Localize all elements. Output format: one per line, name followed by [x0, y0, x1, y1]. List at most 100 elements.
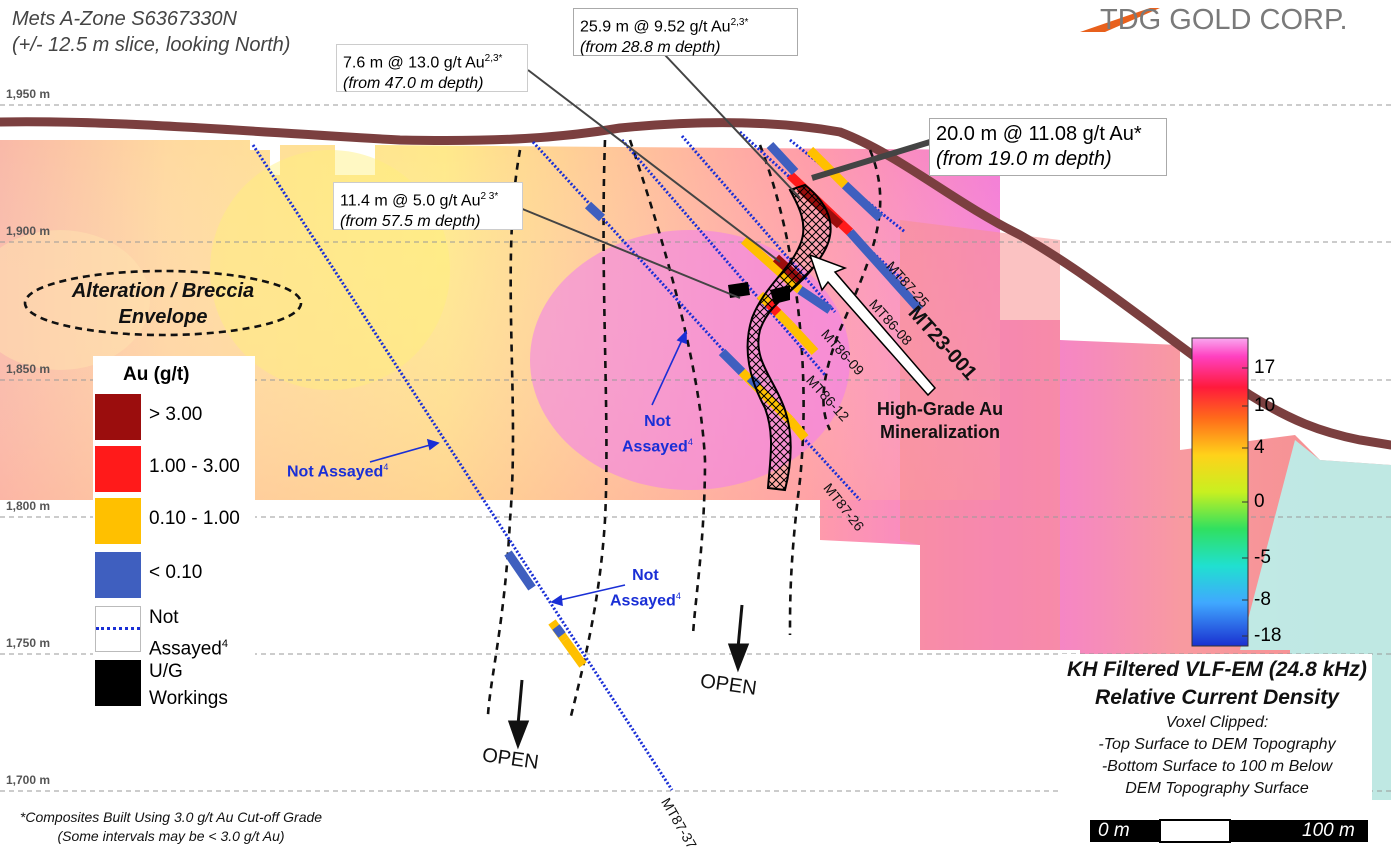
voxel-core-light — [0, 230, 150, 370]
colorbar-tick-label: -18 — [1254, 625, 1282, 646]
colorbar-title-line2: Relative Current Density — [1095, 686, 1339, 709]
legend-swatch-high — [95, 394, 141, 440]
elevation-label: 1,700 m — [6, 773, 50, 787]
legend-not-assayed-line1: Not — [149, 607, 179, 628]
alteration-label-line2: Envelope — [118, 306, 208, 328]
ug-workings-marker — [728, 282, 750, 298]
legend-swatch-medium — [95, 446, 141, 492]
logo-swoosh-icon — [1080, 8, 1160, 32]
colorbar-note-line2: -Top Surface to DEM Topography — [1098, 736, 1336, 753]
elevation-label: 1,850 m — [6, 362, 50, 376]
not-assayed-c-sup: 4 — [675, 591, 681, 601]
colorbar-tick-label: 4 — [1254, 437, 1265, 458]
high-grade-label: High-Grade Au Mineralization — [860, 398, 1020, 444]
high-grade-arrow — [808, 253, 937, 397]
elevation-label: 1,750 m — [6, 636, 50, 650]
legend-title: Au (g/t) — [123, 364, 190, 385]
not-assayed-label-b: Not Assayed4 — [622, 412, 693, 457]
callout-c1-main: 25.9 m @ 9.52 g/t Au — [580, 18, 731, 36]
section-title-line1: Mets A-Zone S6367330N — [12, 8, 237, 30]
not-assayed-label-c: Not Assayed4 — [610, 566, 681, 611]
elevation-label: 1,900 m — [6, 224, 50, 238]
voxel-right-step — [900, 220, 1060, 650]
callout-c3: 11.4 m @ 5.0 g/t Au2 3* (from 57.5 m dep… — [333, 182, 523, 230]
colorbar-ticks — [1242, 367, 1248, 637]
legend-workings: U/G Workings — [149, 658, 228, 712]
colorbar-tick-label: 0 — [1254, 491, 1265, 512]
scale-start-label: 0 m — [1098, 820, 1130, 841]
not-assayed-b-line1: Not — [644, 413, 671, 430]
elevation-label: 1,800 m — [6, 499, 50, 513]
colorbar-note-line4: DEM Topography Surface — [1125, 780, 1309, 797]
colorbar-caption: KH Filtered VLF-EM (24.8 kHz) Relative C… — [1062, 654, 1372, 800]
scale-bar — [1090, 819, 1368, 843]
drillhole-MT86-09 — [680, 135, 837, 313]
alteration-label-line1: Alteration / Breccia — [71, 280, 255, 302]
legend-workings-line2: Workings — [149, 688, 228, 709]
colorbar-tick-label: -8 — [1254, 589, 1271, 610]
drillhole-MT87-26 — [531, 140, 862, 502]
legend-dotted-line — [96, 627, 140, 630]
callout-c2-main: 7.6 m @ 13.0 g/t Au — [343, 54, 485, 72]
callout-c2: 7.6 m @ 13.0 g/t Au2,3* (from 47.0 m dep… — [336, 44, 528, 92]
elevation-label: 1,950 m — [6, 87, 50, 101]
colorbar-tick-label: -5 — [1254, 547, 1271, 568]
legend-swatch-trace — [95, 552, 141, 598]
callout-c1: 25.9 m @ 9.52 g/t Au2,3* (from 28.8 m de… — [573, 8, 798, 56]
logo-text: TDG GOLD CORP. — [1100, 4, 1348, 36]
callout-leaders — [519, 54, 801, 299]
open-arrows — [507, 604, 750, 750]
legend-not-assayed-line2: Assayed — [149, 638, 222, 660]
legend-label: 1.00 - 3.00 — [149, 456, 240, 477]
footnote-line2: (Some intervals may be < 3.0 g/t Au) — [57, 828, 285, 844]
callout-c1-sup: 2,3* — [730, 17, 749, 28]
callout-leader-main — [811, 139, 931, 181]
not-assayed-c-line2: Assayed — [610, 592, 676, 610]
high-grade-label-line1: High-Grade Au — [876, 399, 1004, 419]
alteration-envelope-ellipse — [23, 269, 303, 337]
high-grade-mineralization-body — [746, 183, 832, 492]
ug-workings-marker — [770, 285, 790, 304]
colorbar-tick-label: 10 — [1254, 395, 1276, 416]
footnote: *Composites Built Using 3.0 g/t Au Cut-o… — [6, 808, 336, 846]
scale-end-label: 100 m — [1302, 820, 1355, 841]
callout-c1-depth: (from 28.8 m depth) — [580, 39, 721, 57]
callout-c3-sup: 2 3* — [480, 191, 499, 202]
drillhole-MT87-37 — [251, 144, 674, 791]
legend-label: < 0.10 — [149, 562, 203, 583]
not-assayed-c-line1: Not — [632, 567, 659, 584]
not-assayed-b-line2: Assayed — [622, 438, 688, 456]
au-legend: Au (g/t) > 3.00 1.00 - 3.00 0.10 - 1.00 … — [93, 356, 255, 716]
legend-not-assayed: Not Assayed4 — [149, 604, 228, 662]
legend-not-assayed-sup: 4 — [221, 638, 228, 650]
company-logo: TDG GOLD CORP. — [1080, 4, 1385, 36]
not-assayed-a-sup: 4 — [383, 462, 389, 472]
legend-workings-line1: U/G — [149, 661, 183, 682]
alteration-label: Alteration / Breccia Envelope — [48, 278, 278, 330]
not-assayed-arrows — [369, 330, 687, 607]
legend-swatch-low — [95, 498, 141, 544]
callout-c2-depth: (from 47.0 m depth) — [343, 75, 484, 93]
footnote-line1: *Composites Built Using 3.0 g/t Au Cut-o… — [19, 809, 323, 825]
colorbar-note-line3: -Bottom Surface to 100 m Below — [1101, 758, 1333, 775]
colorbar-note-line1: Voxel Clipped: — [1165, 714, 1269, 731]
high-grade-label-line2: Mineralization — [879, 422, 1000, 442]
callout-c4-main: 20.0 m @ 11.08 g/t Au* — [936, 123, 1142, 145]
callout-c3-depth: (from 57.5 m depth) — [340, 213, 481, 231]
callout-c4-depth: (from 19.0 m depth) — [936, 148, 1112, 170]
colorbar-gradient — [1191, 337, 1249, 647]
colorbar-title-line1: KH Filtered VLF-EM (24.8 kHz) — [1067, 658, 1367, 681]
section-title: Mets A-Zone S6367330N (+/- 12.5 m slice,… — [12, 6, 290, 58]
legend-swatch-workings — [95, 660, 141, 706]
legend-swatch-not-assayed — [95, 606, 141, 652]
legend-label: 0.10 - 1.00 — [149, 508, 240, 529]
callout-c4: 20.0 m @ 11.08 g/t Au* (from 19.0 m dept… — [929, 118, 1167, 176]
legend-label: > 3.00 — [149, 404, 203, 425]
callout-c2-sup: 2,3* — [484, 53, 503, 64]
envelope-outlines — [486, 139, 882, 721]
section-title-line2: (+/- 12.5 m slice, looking North) — [12, 34, 291, 56]
callout-c3-main: 11.4 m @ 5.0 g/t Au — [340, 192, 481, 210]
not-assayed-b-sup: 4 — [687, 437, 693, 447]
not-assayed-a-text: Not Assayed — [287, 463, 384, 481]
